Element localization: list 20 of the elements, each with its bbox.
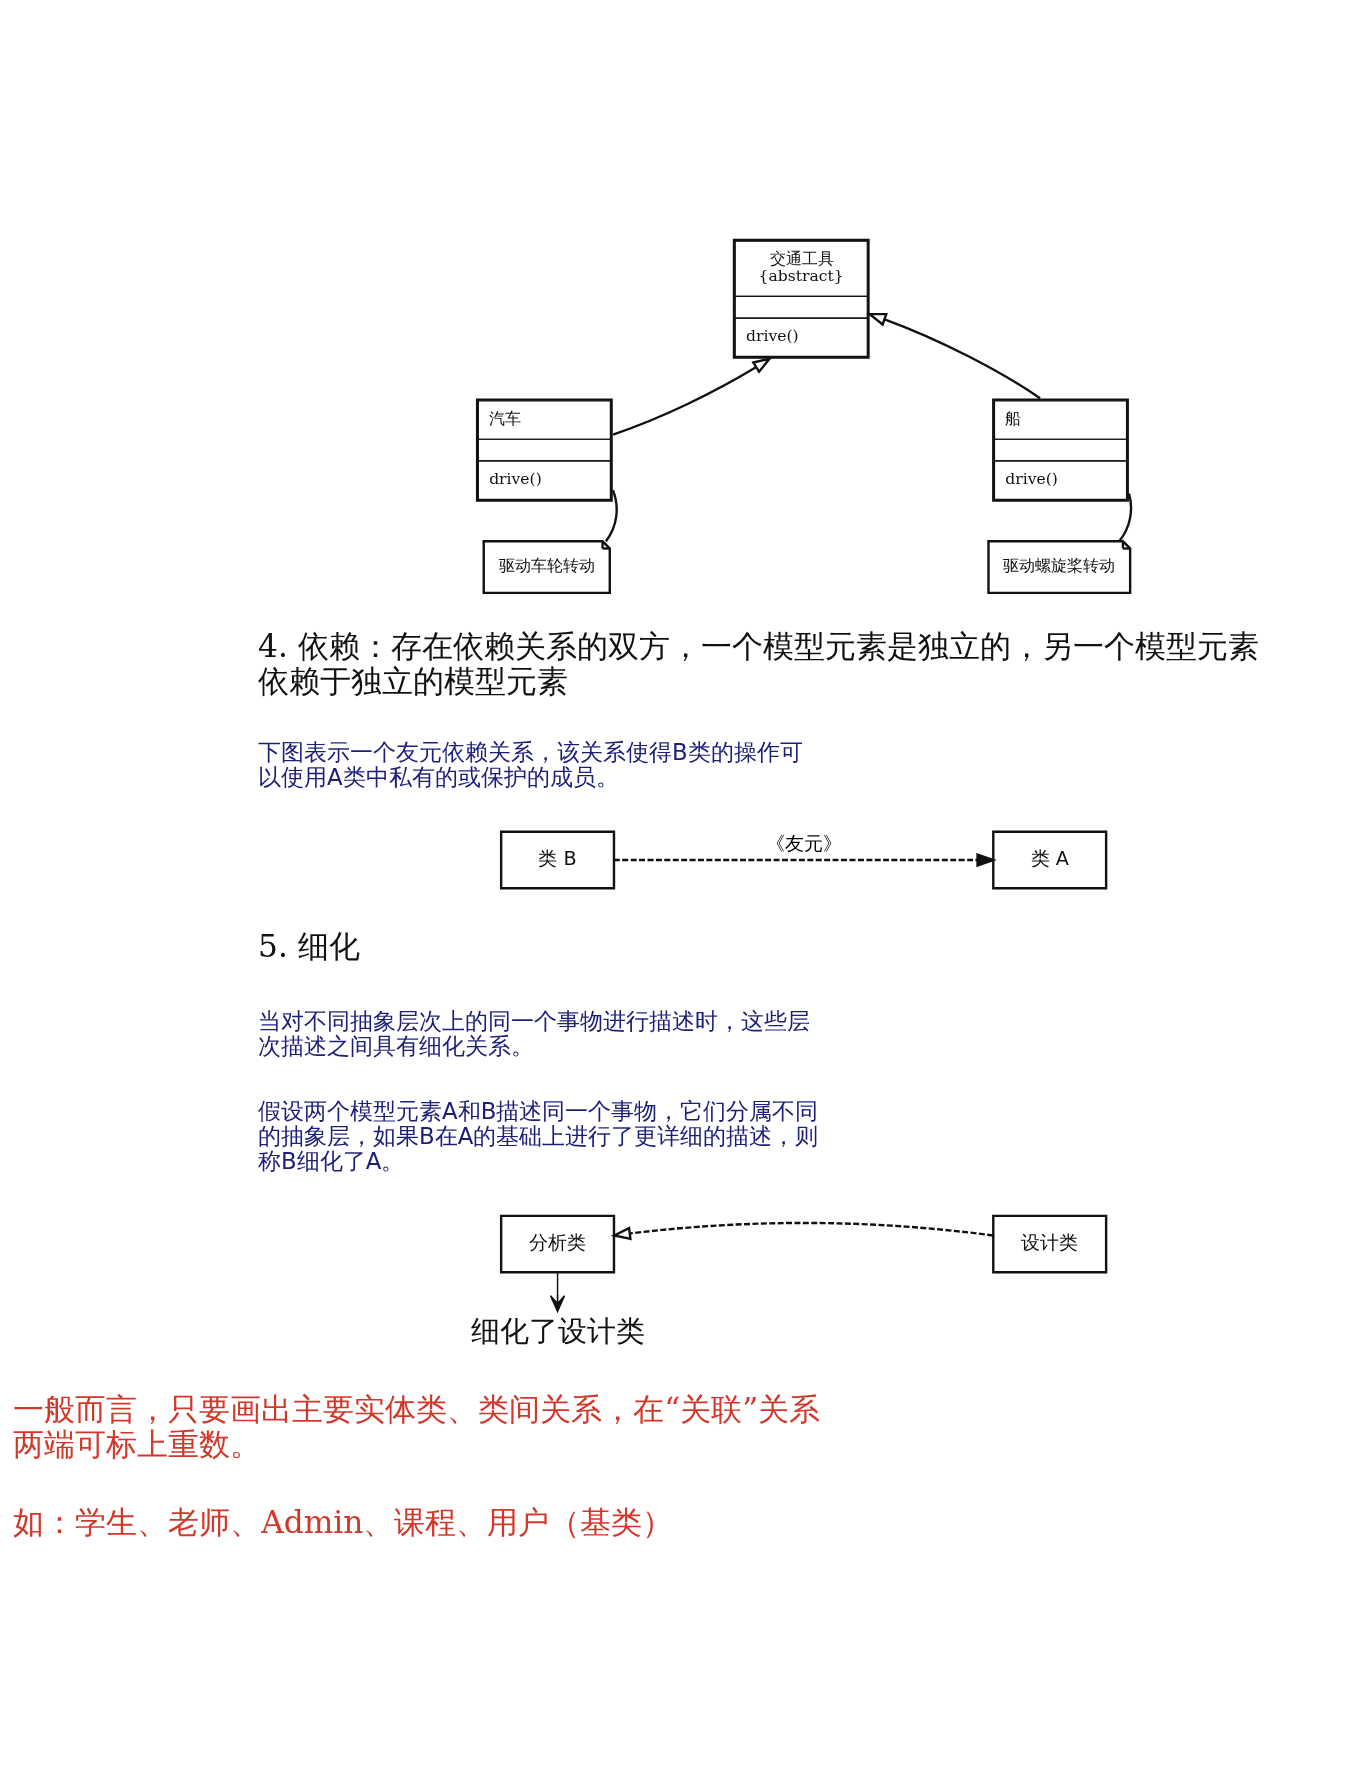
edge-label: 《友元》 — [765, 831, 842, 855]
arrow — [549, 1271, 566, 1312]
node-box: 类 B — [499, 830, 616, 889]
label: 5. 细化 — [258, 927, 360, 964]
label: 下图表示一个友元依赖关系，该关系使得B类的操作可以使用A类中私有的或保护的成员。 — [258, 738, 803, 790]
node-box: 设计类 — [992, 1214, 1108, 1273]
node-text: 细化了设计类 — [470, 1313, 645, 1348]
node-box: 分析类 — [499, 1214, 616, 1273]
label: 4. 依赖：存在依赖关系的双方，一个模型元素是独立的，另一个模型元素依赖于独立的模型元素 — [258, 627, 1259, 699]
node-box: 类 A — [992, 830, 1108, 889]
arrow — [614, 852, 997, 867]
arrow — [610, 1221, 994, 1240]
label: 如：学生、老师、Admin、课程、用户（基类） — [13, 1503, 674, 1540]
arrow — [612, 356, 773, 436]
arrow — [866, 312, 1041, 399]
connector — [605, 489, 618, 542]
connector — [1118, 492, 1133, 542]
label: 一般而言，只要画出主要实体类、类间关系，在“关联”关系两端可标上重数。 — [13, 1390, 821, 1462]
label: 假设两个模型元素A和B描述同一个事物，它们分属不同的抽象层，如果B在A的基础上进行了更详细的描述，则称B细化了A。 — [258, 1097, 819, 1174]
label: 当对不同抽象层次上的同一个事物进行描述时，这些层次描述之间具有细化关系。 — [258, 1007, 811, 1059]
